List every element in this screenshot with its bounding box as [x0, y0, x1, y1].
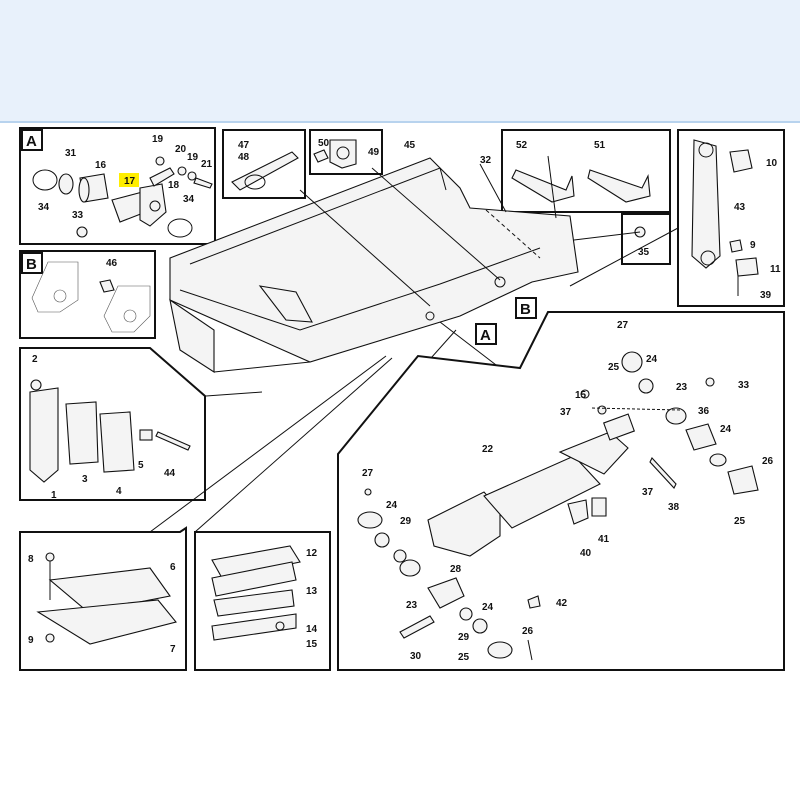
- callout-7: 7: [170, 644, 176, 655]
- callout-37a: 37: [560, 407, 572, 418]
- detail-b-label: B: [26, 256, 37, 273]
- top-band: [0, 0, 800, 122]
- callout-44: 44: [164, 468, 176, 479]
- section-tag-a-label: A: [480, 327, 491, 344]
- cylinder-panel: [337, 311, 785, 671]
- callout-50: 50: [318, 138, 330, 149]
- callout-8: 8: [28, 554, 34, 565]
- callout-28: 28: [450, 564, 462, 575]
- callout-23b: 23: [406, 600, 418, 611]
- callout-34a: 34: [183, 194, 195, 205]
- callout-2: 2: [32, 354, 38, 365]
- callout-29b: 29: [458, 632, 470, 643]
- callout-34b: 34: [38, 202, 50, 213]
- callout-52: 52: [516, 140, 528, 151]
- callout-26b: 26: [522, 626, 534, 637]
- callout-39: 39: [760, 290, 772, 301]
- callout-22: 22: [482, 444, 494, 455]
- callout-24d: 24: [482, 602, 494, 613]
- callout-19b: 19: [187, 152, 199, 163]
- callout-9: 9: [28, 635, 34, 646]
- callout-33: 33: [72, 210, 84, 221]
- link-arm-panel: [677, 129, 785, 307]
- callout-24a: 24: [646, 354, 658, 365]
- callout-45: 45: [404, 140, 416, 151]
- callout-18: 18: [168, 180, 180, 191]
- callout-26a: 26: [762, 456, 774, 467]
- callout-27a: 27: [617, 320, 629, 331]
- detail-a-panel: A: [19, 127, 216, 245]
- callout-29a: 29: [400, 516, 412, 527]
- callout-38: 38: [668, 502, 680, 513]
- callout-48: 48: [238, 152, 250, 163]
- callout-15: 15: [306, 639, 318, 650]
- callout-20: 20: [175, 144, 187, 155]
- wear-plate-panel: [19, 347, 206, 501]
- callout-25c: 25: [458, 652, 470, 663]
- callout-49: 49: [368, 147, 380, 158]
- callout-23a: 23: [676, 382, 688, 393]
- part-47-panel: [222, 129, 306, 199]
- rubber-pad-panel: [194, 531, 331, 671]
- callout-24b: 24: [720, 424, 732, 435]
- callout-51: 51: [594, 140, 606, 151]
- highlight-17: [119, 173, 139, 187]
- mount-pad-panel: [19, 526, 187, 671]
- callout-25a: 25: [608, 362, 620, 373]
- callout-40: 40: [580, 548, 592, 559]
- callout-13: 13: [306, 586, 318, 597]
- callout-21: 21: [201, 159, 213, 170]
- part-49-panel: [309, 129, 383, 175]
- part-51-panel: [501, 129, 671, 213]
- callout-42: 42: [556, 598, 568, 609]
- callout-5: 5: [138, 460, 144, 471]
- leader-lines: [149, 155, 679, 533]
- callout-3: 3: [82, 474, 88, 485]
- callout-36: 36: [698, 406, 710, 417]
- callout-14: 14: [306, 624, 318, 635]
- section-tag-a: A: [475, 323, 497, 345]
- callout-32: 32: [480, 155, 492, 166]
- callout-11: 11: [770, 264, 781, 275]
- callout-46: 46: [106, 258, 118, 269]
- callout-31: 31: [65, 148, 77, 159]
- callout-16: 16: [95, 160, 107, 171]
- callout-17: 17: [124, 176, 136, 187]
- callout-12: 12: [306, 548, 318, 559]
- callout-15b: 15: [575, 390, 587, 401]
- part-35-panel: [621, 213, 671, 265]
- callout-33b: 33: [738, 380, 750, 391]
- callout-27b: 27: [362, 468, 374, 479]
- callout-10: 10: [766, 158, 778, 169]
- dump-body-assembly: [169, 157, 579, 374]
- section-tag-b-label: B: [520, 301, 531, 318]
- callout-35: 35: [638, 247, 650, 258]
- callout-4: 4: [116, 486, 122, 497]
- callout-37b: 37: [642, 487, 654, 498]
- callout-1: 1: [51, 490, 57, 501]
- callout-25b: 25: [734, 516, 746, 527]
- callout-43: 43: [734, 202, 746, 213]
- callout-6: 6: [170, 562, 176, 573]
- callouts: 31 16 17 19 20 19 21 18 34 34 33 46 2 1 …: [28, 134, 781, 663]
- callout-9b: 9: [750, 240, 756, 251]
- detail-b-panel: B: [19, 250, 156, 339]
- section-tag-b: B: [515, 297, 537, 319]
- detail-a-label: A: [26, 133, 37, 150]
- callout-41: 41: [598, 534, 610, 545]
- callout-47: 47: [238, 140, 250, 151]
- callout-30: 30: [410, 651, 422, 662]
- callout-24c: 24: [386, 500, 398, 511]
- callout-19a: 19: [152, 134, 164, 145]
